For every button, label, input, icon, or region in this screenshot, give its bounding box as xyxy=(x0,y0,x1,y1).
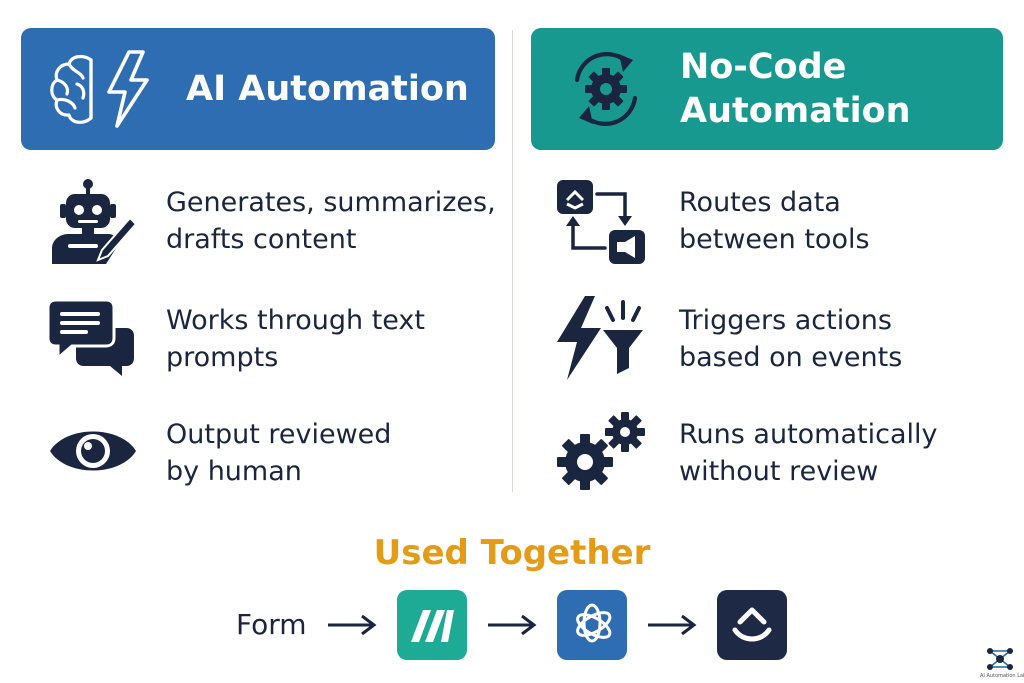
feature-generates-content: Generates, summarizes, drafts content xyxy=(48,178,498,268)
feature-text: Output reviewed by human xyxy=(166,419,392,487)
feature-text: Generates, summarizes, drafts content xyxy=(166,187,496,255)
feature-text: Routes data between tools xyxy=(679,187,870,255)
chat-bubbles-icon xyxy=(48,300,134,376)
clickup-app-tile xyxy=(717,590,787,660)
feature-text-prompts: Works through text prompts xyxy=(48,300,498,390)
arrow-right-icon xyxy=(328,614,377,636)
feature-runs-automatically: Runs automatically without review xyxy=(555,412,1015,502)
arrow-right-icon xyxy=(488,614,537,636)
openai-app-tile xyxy=(557,590,627,660)
used-together-title: Used Together xyxy=(373,533,651,573)
eye-icon xyxy=(50,431,136,471)
make-app-tile xyxy=(397,590,467,660)
flow-start-label: Form xyxy=(236,608,307,641)
gears-icon xyxy=(557,412,645,490)
feature-triggers-actions: Triggers actions based on events xyxy=(555,296,1015,386)
feature-text: Works through text prompts xyxy=(166,305,425,373)
feature-routes-data: Routes data between tools xyxy=(555,178,1015,268)
make-logo-icon xyxy=(411,610,454,642)
no-code-automation-title: No-Code Automation xyxy=(680,47,911,131)
ai-automation-header: AI Automation xyxy=(21,28,495,150)
no-code-automation-header: No-Code Automation xyxy=(531,28,1003,150)
clickup-logo-icon xyxy=(732,607,772,642)
lightning-filter-icon xyxy=(557,296,643,380)
column-divider xyxy=(512,30,513,492)
brain-lightning-icon xyxy=(50,50,149,128)
feature-text: Triggers actions based on events xyxy=(679,305,903,373)
feature-text: Runs automatically without review xyxy=(679,419,938,487)
openai-logo-icon xyxy=(576,603,612,643)
watermark-text: AI Automation Lab xyxy=(980,673,1024,679)
gear-cycle-icon xyxy=(574,52,638,126)
data-routing-icon xyxy=(557,180,645,264)
robot-writing-icon xyxy=(52,179,138,264)
network-logo-icon xyxy=(987,648,1013,670)
ai-automation-title: AI Automation xyxy=(186,69,469,109)
feature-human-review: Output reviewed by human xyxy=(48,416,498,506)
arrow-right-icon xyxy=(648,614,697,636)
